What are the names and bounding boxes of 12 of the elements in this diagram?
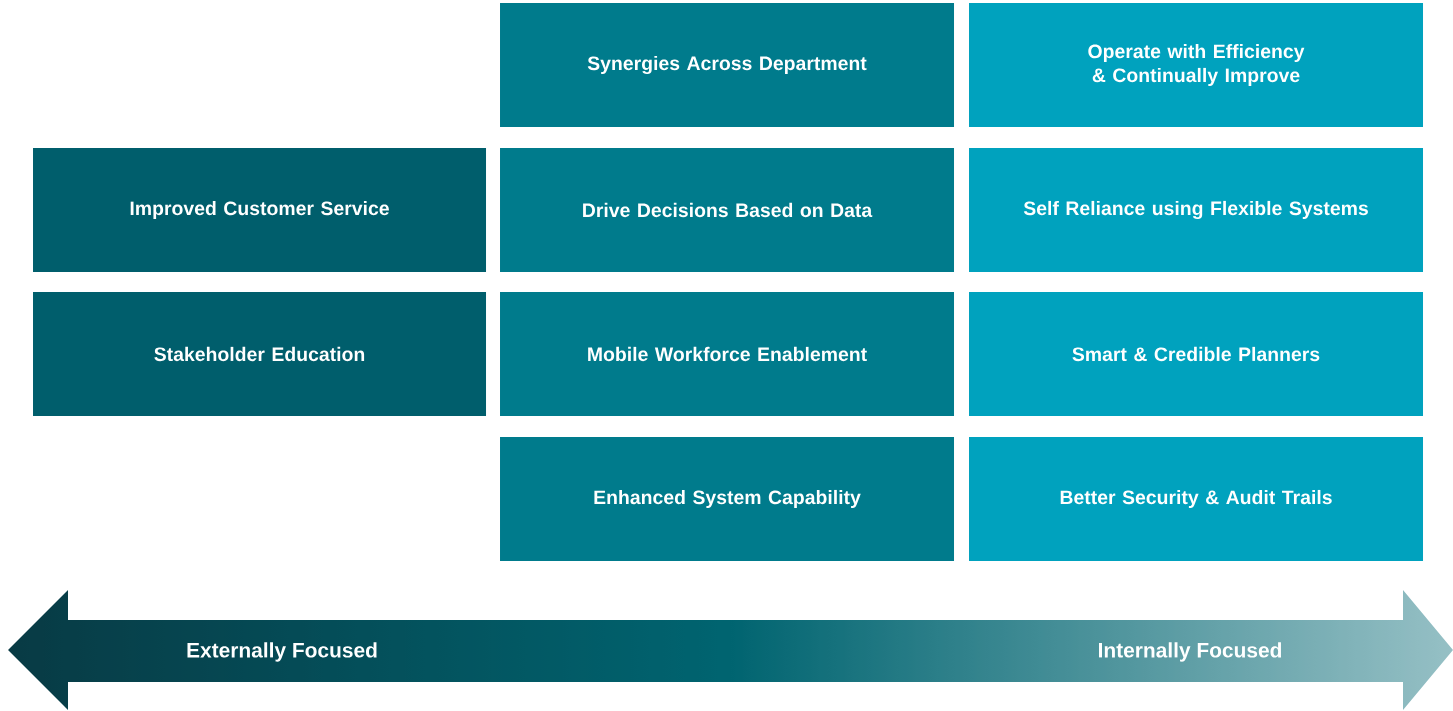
text-box: Better Security & Audit Trails — [969, 437, 1423, 561]
text-box: Enhanced System Capability — [500, 437, 954, 561]
arrow-label: Externally Focused — [187, 642, 377, 662]
text-box: Synergies Across Department — [500, 3, 954, 127]
text-box: Self Reliance using Flexible Systems — [969, 148, 1423, 272]
arrow-label: Internally Focused — [1099, 642, 1282, 662]
text-box: Improved Customer Service — [33, 148, 486, 272]
text-box: Drive Decisions Based on Data — [500, 148, 954, 272]
text-box: Stakeholder Education — [33, 292, 486, 416]
text-box: Smart & Credible Planners — [969, 292, 1423, 416]
text-box: Operate with Efficiency & Continually Improve — [969, 3, 1423, 127]
text-box: Mobile Workforce Enablement — [500, 292, 954, 416]
